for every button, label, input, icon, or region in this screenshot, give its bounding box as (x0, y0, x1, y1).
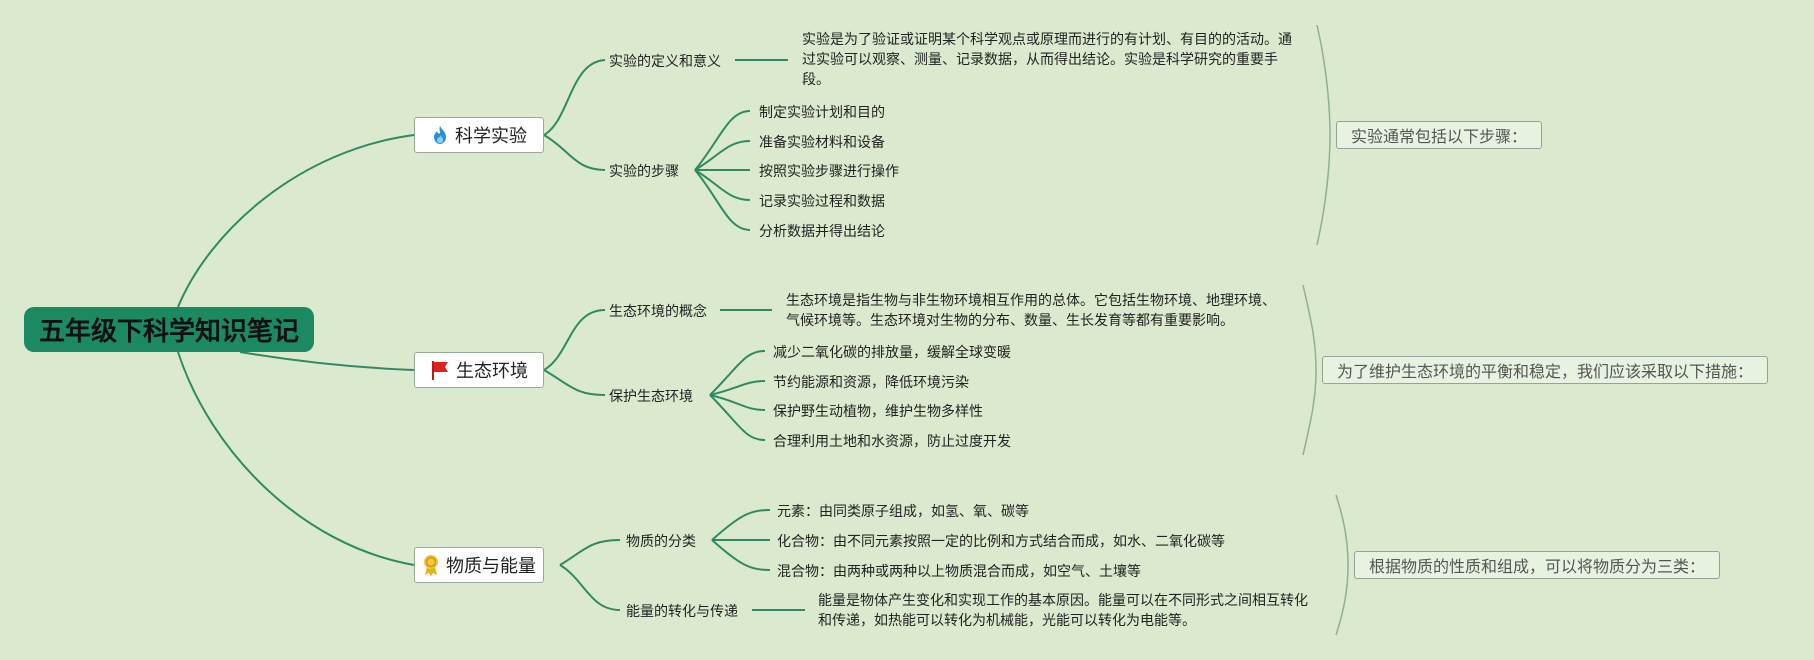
leaf-item[interactable]: 化合物：由不同元素按照一定的比例和方式结合而成，如水、二氧化碳等 (777, 534, 1225, 550)
leaf-item[interactable]: 制定实验计划和目的 (759, 105, 885, 121)
description-text: 生态环境是指生物与非生物环境相互作用的总体。它包括生物环境、地理环境、气候环境等… (786, 293, 1276, 329)
red-flag-icon (430, 360, 450, 380)
sub-topic-classification[interactable]: 物质的分类 (626, 534, 696, 550)
branch-label: 物质与能量 (446, 556, 536, 577)
sub-topic-definition[interactable]: 实验的定义和意义 (609, 54, 721, 70)
leaf-item[interactable]: 节约能源和资源，降低环境污染 (773, 375, 969, 391)
branch-science-experiment[interactable]: 科学实验 (414, 117, 544, 153)
leaf-item[interactable]: 记录实验过程和数据 (759, 194, 885, 210)
leaf-item[interactable]: 按照实验步骤进行操作 (759, 164, 899, 180)
root-topic[interactable]: 五年级下科学知识笔记 (24, 307, 314, 352)
leaf-item[interactable]: 减少二氧化碳的排放量，缓解全球变暖 (773, 345, 1011, 361)
leaf-item[interactable]: 准备实验材料和设备 (759, 135, 885, 151)
sub-topic-protection[interactable]: 保护生态环境 (609, 389, 693, 405)
summary-note[interactable]: 实验通常包括以下步骤： (1336, 121, 1543, 149)
leaf-item[interactable]: 元素：由同类原子组成，如氢、氧、碳等 (777, 504, 1029, 520)
branch-label: 生态环境 (456, 361, 528, 382)
description-text: 能量是物体产生变化和实现工作的基本原因。能量可以在不同形式之间相互转化和传递，如… (818, 593, 1308, 629)
leaf-item[interactable]: 分析数据并得出结论 (759, 224, 885, 240)
flame-icon (431, 125, 449, 145)
root-title: 五年级下科学知识笔记 (38, 317, 299, 347)
summary-note[interactable]: 根据物质的性质和组成，可以将物质分为三类： (1354, 551, 1721, 579)
description-text: 实验是为了验证或证明某个科学观点或原理而进行的有计划、有目的的活动。通过实验可以… (802, 32, 1292, 88)
branch-matter-energy[interactable]: 物质与能量 (414, 547, 544, 583)
branch-ecological-environment[interactable]: 生态环境 (414, 352, 544, 388)
award-medal-icon (422, 554, 440, 576)
sub-topic-energy[interactable]: 能量的转化与传递 (626, 604, 738, 620)
branch-label: 科学实验 (455, 126, 527, 147)
sub-topic-concept[interactable]: 生态环境的概念 (609, 304, 707, 320)
summary-note[interactable]: 为了维护生态环境的平衡和稳定，我们应该采取以下措施： (1322, 356, 1769, 384)
leaf-item[interactable]: 保护野生动植物，维护生物多样性 (773, 404, 983, 420)
leaf-item[interactable]: 合理利用土地和水资源，防止过度开发 (773, 434, 1011, 450)
sub-topic-steps[interactable]: 实验的步骤 (609, 164, 679, 180)
leaf-item[interactable]: 混合物：由两种或两种以上物质混合而成，如空气、土壤等 (777, 564, 1141, 580)
